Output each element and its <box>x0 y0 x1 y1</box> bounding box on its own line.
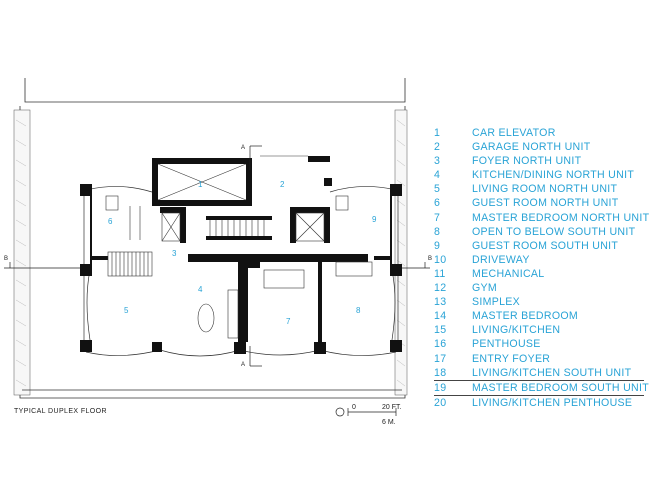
legend-label: MASTER BEDROOM <box>472 310 579 323</box>
legend-number: 5 <box>434 183 441 196</box>
legend-label: SIMPLEX <box>472 296 521 309</box>
room-label-9: 9 <box>372 215 377 224</box>
legend-item-14: 14 MASTER BEDROOM <box>434 309 644 323</box>
legend-number: 18 <box>434 366 447 379</box>
legend-item-13: 13 SIMPLEX <box>434 295 644 309</box>
legend-label: FOYER NORTH UNIT <box>472 155 582 168</box>
room-label-1: 1 <box>198 180 203 189</box>
section-markers <box>4 145 430 367</box>
legend-label: GUEST ROOM NORTH UNIT <box>472 197 619 210</box>
interior-lines <box>105 155 373 339</box>
legend-item-5: 5 LIVING ROOM NORTH UNIT <box>434 182 644 196</box>
legend-label: CAR ELEVATOR <box>472 127 556 139</box>
legend-number: 7 <box>434 211 441 224</box>
legend-item-9: 9 GUEST ROOM SOUTH UNIT <box>434 239 644 253</box>
legend-label: OPEN TO BELOW SOUTH UNIT <box>472 225 636 238</box>
legend-number: 4 <box>434 169 441 182</box>
legend-number: 20 <box>434 396 447 409</box>
legend-item-12: 12 GYM <box>434 281 644 295</box>
section-mark-b-right: B <box>428 256 432 262</box>
legend-item-20: 20 LIVING/KITCHEN PENTHOUSE <box>434 394 644 410</box>
legend-number: 9 <box>434 239 441 252</box>
legend-item-1: 1 CAR ELEVATOR <box>434 126 644 140</box>
structural-walls <box>80 156 402 354</box>
legend-number: 1 <box>434 127 441 139</box>
scale-meters: 6 M. <box>382 419 396 426</box>
room-label-5: 5 <box>124 306 129 315</box>
legend-number: 19 <box>434 381 447 394</box>
legend-item-18: 18 LIVING/KITCHEN SOUTH UNIT <box>434 366 644 380</box>
legend-label: LIVING ROOM NORTH UNIT <box>472 183 618 196</box>
section-mark-b-left: B <box>4 256 8 262</box>
legend-label: LIVING/KITCHEN SOUTH UNIT <box>472 366 632 379</box>
legend-item-4: 4 KITCHEN/DINING NORTH UNIT <box>434 168 644 182</box>
legend-label: GARAGE NORTH UNIT <box>472 141 591 154</box>
legend-label: PENTHOUSE <box>472 338 541 351</box>
legend-number: 17 <box>434 352 447 365</box>
room-label-8: 8 <box>356 306 361 315</box>
legend-number: 3 <box>434 155 441 168</box>
legend-number: 12 <box>434 282 447 295</box>
legend-number: 6 <box>434 197 441 210</box>
legend-number: 14 <box>434 310 447 323</box>
legend-item-2: 2 GARAGE NORTH UNIT <box>434 140 644 154</box>
legend-label: DRIVEWAY <box>472 253 530 266</box>
legend-number: 15 <box>434 324 447 337</box>
legend-number: 8 <box>434 225 441 238</box>
legend-label: LIVING/KITCHEN PENTHOUSE <box>472 396 633 409</box>
room-label-7: 7 <box>286 317 291 326</box>
legend-item-3: 3 FOYER NORTH UNIT <box>434 154 644 168</box>
legend-label: MASTER BEDROOM NORTH UNIT <box>472 211 650 224</box>
legend-label: ENTRY FOYER <box>472 352 551 365</box>
plan-caption: TYPICAL DUPLEX FLOOR <box>14 408 107 415</box>
legend-item-15: 15 LIVING/KITCHEN <box>434 323 644 337</box>
legend-number: 10 <box>434 253 447 266</box>
legend-label: MECHANICAL <box>472 267 545 280</box>
legend-number: 16 <box>434 338 447 351</box>
legend-item-11: 11 MECHANICAL <box>434 267 644 281</box>
legend-number: 2 <box>434 141 441 154</box>
legend-item-7: 7 MASTER BEDROOM NORTH UNIT <box>434 211 649 225</box>
scale-zero: 0 <box>352 404 356 411</box>
room-label-2: 2 <box>280 180 285 189</box>
legend-label: GUEST ROOM SOUTH UNIT <box>472 239 619 252</box>
legend-item-8: 8 OPEN TO BELOW SOUTH UNIT <box>434 225 644 239</box>
room-label-6: 6 <box>108 217 113 226</box>
legend-item-10: 10 DRIVEWAY <box>434 253 644 267</box>
legend-label: MASTER BEDROOM SOUTH UNIT <box>472 381 650 394</box>
room-label-4: 4 <box>198 285 203 294</box>
landscape-hatch <box>15 119 406 387</box>
section-mark-a-bottom: A <box>241 362 245 368</box>
legend-label: GYM <box>472 282 498 295</box>
legend-item-6: 6 GUEST ROOM NORTH UNIT <box>434 196 644 210</box>
legend-item-17: 17 ENTRY FOYER <box>434 352 644 366</box>
section-mark-a-top: A <box>241 145 245 151</box>
scale-bar <box>335 407 397 417</box>
legend-label: KITCHEN/DINING NORTH UNIT <box>472 169 635 182</box>
room-legend: 1 CAR ELEVATOR 2 GARAGE NORTH UNIT 3 FOYER … <box>434 126 649 410</box>
room-label-3: 3 <box>172 249 177 258</box>
legend-item-19: 19 MASTER BEDROOM SOUTH UNIT <box>434 379 649 395</box>
legend-number: 11 <box>434 267 446 280</box>
legend-item-16: 16 PENTHOUSE <box>434 337 644 351</box>
scale-feet: 20 FT. <box>382 404 402 411</box>
legend-number: 13 <box>434 296 447 309</box>
legend-label: LIVING/KITCHEN <box>472 324 561 337</box>
